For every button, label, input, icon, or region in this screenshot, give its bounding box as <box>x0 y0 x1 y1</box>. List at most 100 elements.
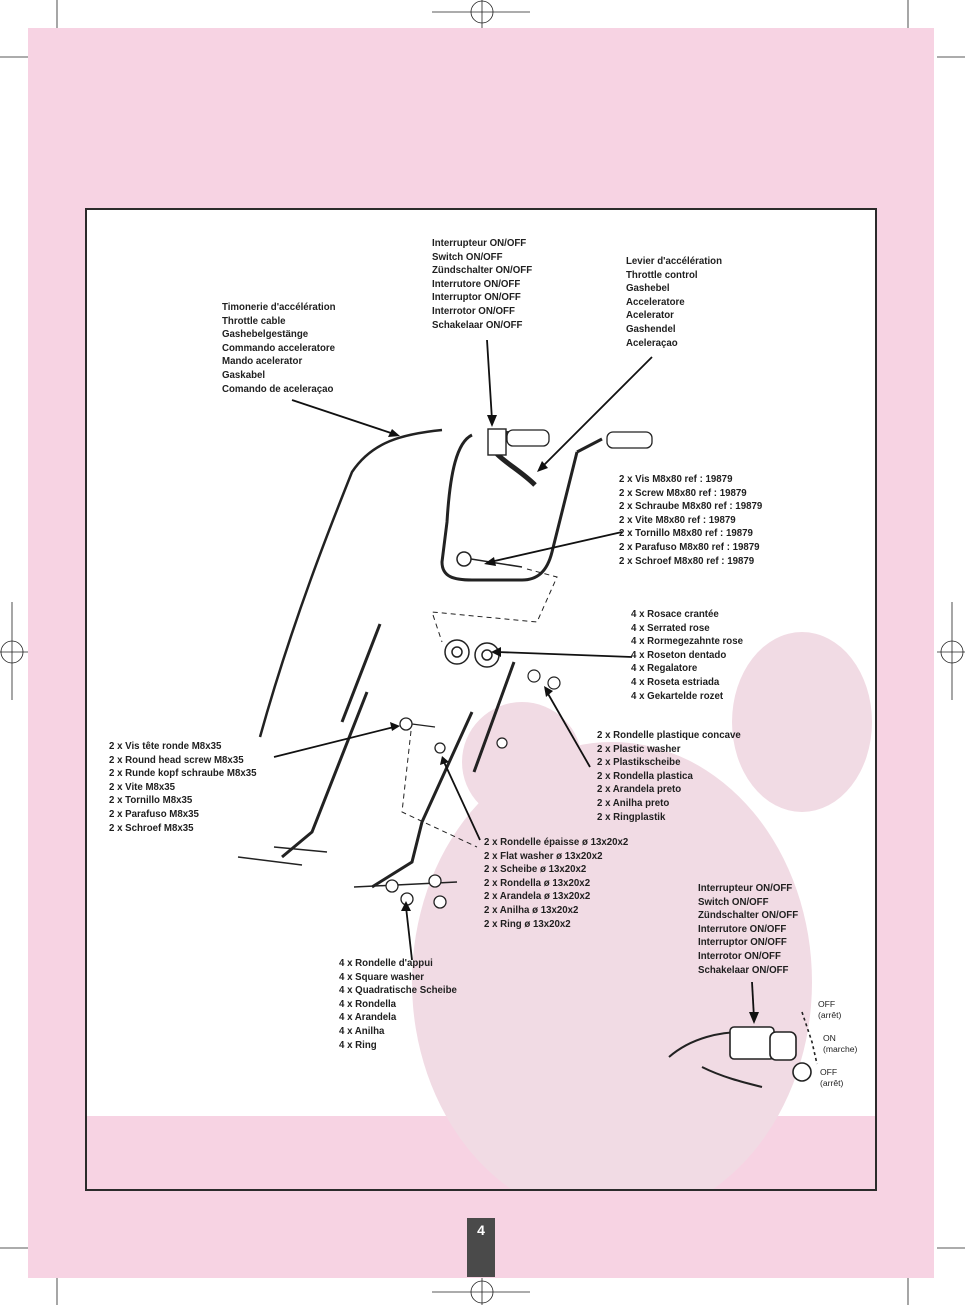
switch-top-line: Interruptor ON/OFF <box>432 292 521 304</box>
leader-arrows <box>273 339 755 1019</box>
round-head-screw-line: 2 x Vis tête ronde M8x35 <box>109 741 222 752</box>
round-head-screw-line: 2 x Parafuso M8x35 <box>109 808 199 820</box>
switch-detail-line: Switch ON/OFF <box>698 896 769 908</box>
assembly-diagram-frame: Interrupteur ON/OFF Switch ON/OFF Zündsc… <box>85 208 877 1191</box>
plastic-washer-line: 2 x Ringplastik <box>597 811 666 823</box>
flat-washer-line: 2 x Rondelle épaisse ø 13x20x2 <box>484 837 629 848</box>
switch-top-line: Interrotor ON/OFF <box>432 305 515 317</box>
switch-detail-line: Interrupteur ON/OFF <box>698 883 793 894</box>
switch-detail-line: Schakelaar ON/OFF <box>698 964 789 976</box>
square-washer-line: 4 x Quadratische Scheibe <box>339 985 457 997</box>
flat-washer-line: 2 x Ring ø 13x20x2 <box>484 918 571 930</box>
screw-m8x80-label: 2 x Vis M8x80 ref : 19879 2 x Screw M8x8… <box>619 473 762 568</box>
switch-off-bottom-sub: (arrêt) <box>820 1077 844 1088</box>
plastic-washer-line: 2 x Plastic washer <box>597 743 681 755</box>
serrated-rose-line: 4 x Gekartelde rozet <box>631 690 724 702</box>
serrated-rose-line: 4 x Rormegezahnte rose <box>631 636 743 648</box>
serrated-rose-line: 4 x Regalatore <box>631 663 698 675</box>
switch-on-text: ON <box>823 1033 836 1043</box>
screw-m8x80-line: 2 x Vis M8x80 ref : 19879 <box>619 474 733 485</box>
grips <box>506 429 653 449</box>
flat-washer-line: 2 x Anilha ø 13x20x2 <box>484 904 579 916</box>
serrated-rose-label: 4 x Rosace crantée 4 x Serrated rose 4 x… <box>631 608 743 703</box>
switch-housing <box>487 428 507 456</box>
plastic-washer-line: 2 x Rondelle plastique concave <box>597 730 741 741</box>
switch-top-line: Schakelaar ON/OFF <box>432 319 523 331</box>
flat-washer-line: 2 x Arandela ø 13x20x2 <box>484 891 591 903</box>
screw-m8x80-line: 2 x Screw M8x80 ref : 19879 <box>619 487 747 499</box>
throttle-cable-line: Timonerie d'accélération <box>222 302 336 313</box>
throttle-cable <box>258 428 443 738</box>
watermark-mascot <box>412 632 872 1189</box>
switch-top-line: Switch ON/OFF <box>432 251 503 263</box>
throttle-cable-line: Gaskabel <box>222 369 266 381</box>
flat-washer-line: 2 x Flat washer ø 13x20x2 <box>484 850 603 862</box>
switch-detail-line: Interruptor ON/OFF <box>698 937 787 949</box>
round-head-screw-line: 2 x Runde kopf schraube M8x35 <box>109 768 257 780</box>
switch-top-line: Interrupteur ON/OFF <box>432 238 527 249</box>
serrated-rose-line: 4 x Rosace crantée <box>631 609 719 620</box>
round-head-screw-line: 2 x Tornillo M8x35 <box>109 795 193 807</box>
round-head-screw-line: 2 x Vite M8x35 <box>109 781 176 793</box>
throttle-cable-label: Timonerie d'accélération Throttle cable … <box>222 301 336 396</box>
plastic-washer-line: 2 x Arandela preto <box>597 784 682 796</box>
plastic-washer-label: 2 x Rondelle plastique concave 2 x Plast… <box>597 729 741 824</box>
arrow-heads <box>388 415 759 1024</box>
flat-washer-label: 2 x Rondelle épaisse ø 13x20x2 2 x Flat … <box>484 836 628 931</box>
square-washer-label: 4 x Rondelle d'appui 4 x Square washer 4… <box>339 957 457 1052</box>
throttle-control-label: Levier d'accélération Throttle control G… <box>626 255 722 350</box>
square-washer-line: 4 x Anilha <box>339 1025 385 1037</box>
switch-detail-line: Zündschalter ON/OFF <box>698 910 799 922</box>
screw-m8x80-line: 2 x Parafuso M8x80 ref : 19879 <box>619 541 760 553</box>
switch-off-top-text: OFF <box>818 999 836 1009</box>
plastic-washer-line: 2 x Plastikscheibe <box>597 757 681 769</box>
throttle-control-line: Aceleraçao <box>626 337 678 349</box>
square-washer-line: 4 x Rondella <box>339 998 397 1010</box>
switch-detail-line: Interrutore ON/OFF <box>698 923 787 935</box>
throttle-control-line: Levier d'accélération <box>626 256 722 267</box>
switch-top-line: Zündschalter ON/OFF <box>432 265 533 277</box>
switch-off-top-sub: (arrêt) <box>818 1009 842 1020</box>
throttle-control-line: Gashendel <box>626 323 676 335</box>
switch-top-label: Interrupteur ON/OFF Switch ON/OFF Zündsc… <box>432 237 532 332</box>
switch-on-sub: (marche) <box>823 1043 858 1054</box>
screw-m8x80-line: 2 x Schraube M8x80 ref : 19879 <box>619 501 763 513</box>
square-washers <box>385 874 447 909</box>
square-washer-line: 4 x Arandela <box>339 1012 397 1024</box>
square-washer-line: 4 x Ring <box>339 1039 377 1051</box>
switch-top-line: Interrutore ON/OFF <box>432 278 521 290</box>
switch-off-top: OFF (arrêt) <box>818 999 841 1020</box>
screw-m8x80-line: 2 x Vite M8x80 ref : 19879 <box>619 514 736 526</box>
axle-bars <box>237 846 458 888</box>
round-head-screw-label: 2 x Vis tête ronde M8x35 2 x Round head … <box>109 740 257 835</box>
throttle-cable-line: Comando de aceleraçao <box>222 383 334 395</box>
switch-on: ON (marche) <box>823 1033 857 1054</box>
page-number: 4 <box>477 1222 485 1238</box>
serrated-rose-line: 4 x Serrated rose <box>631 622 710 634</box>
flat-washer-line: 2 x Scheibe ø 13x20x2 <box>484 864 587 876</box>
throttle-cable-line: Commando acceleratore <box>222 342 336 354</box>
serrated-roses <box>444 639 500 668</box>
switch-detail-line: Interrotor ON/OFF <box>698 950 781 962</box>
plastic-washers <box>496 669 561 749</box>
page-number-tab <box>467 1218 495 1277</box>
round-head-screw-line: 2 x Round head screw M8x35 <box>109 754 244 766</box>
round-head-screws <box>399 717 446 754</box>
throttle-cable-line: Mando acelerator <box>222 356 303 368</box>
serrated-rose-line: 4 x Roseton dentado <box>631 649 727 661</box>
serrated-rose-line: 4 x Roseta estriada <box>631 676 720 688</box>
square-washer-line: 4 x Square washer <box>339 971 425 983</box>
throttle-control-line: Gashebel <box>626 283 670 295</box>
screw-m8x80-line: 2 x Schroef M8x80 ref : 19879 <box>619 555 755 567</box>
plastic-washer-line: 2 x Rondella plastica <box>597 770 693 782</box>
plastic-washer-line: 2 x Anilha preto <box>597 797 670 809</box>
assembly-guides <box>401 568 558 848</box>
round-head-screw-line: 2 x Schroef M8x35 <box>109 822 194 834</box>
throttle-control-line: Acceleratore <box>626 296 685 308</box>
switch-detail <box>668 1011 818 1088</box>
switch-off-bottom-text: OFF <box>820 1067 838 1077</box>
switch-detail-label: Interrupteur ON/OFF Switch ON/OFF Zündsc… <box>698 882 798 977</box>
assembly-drawing <box>237 339 872 1189</box>
